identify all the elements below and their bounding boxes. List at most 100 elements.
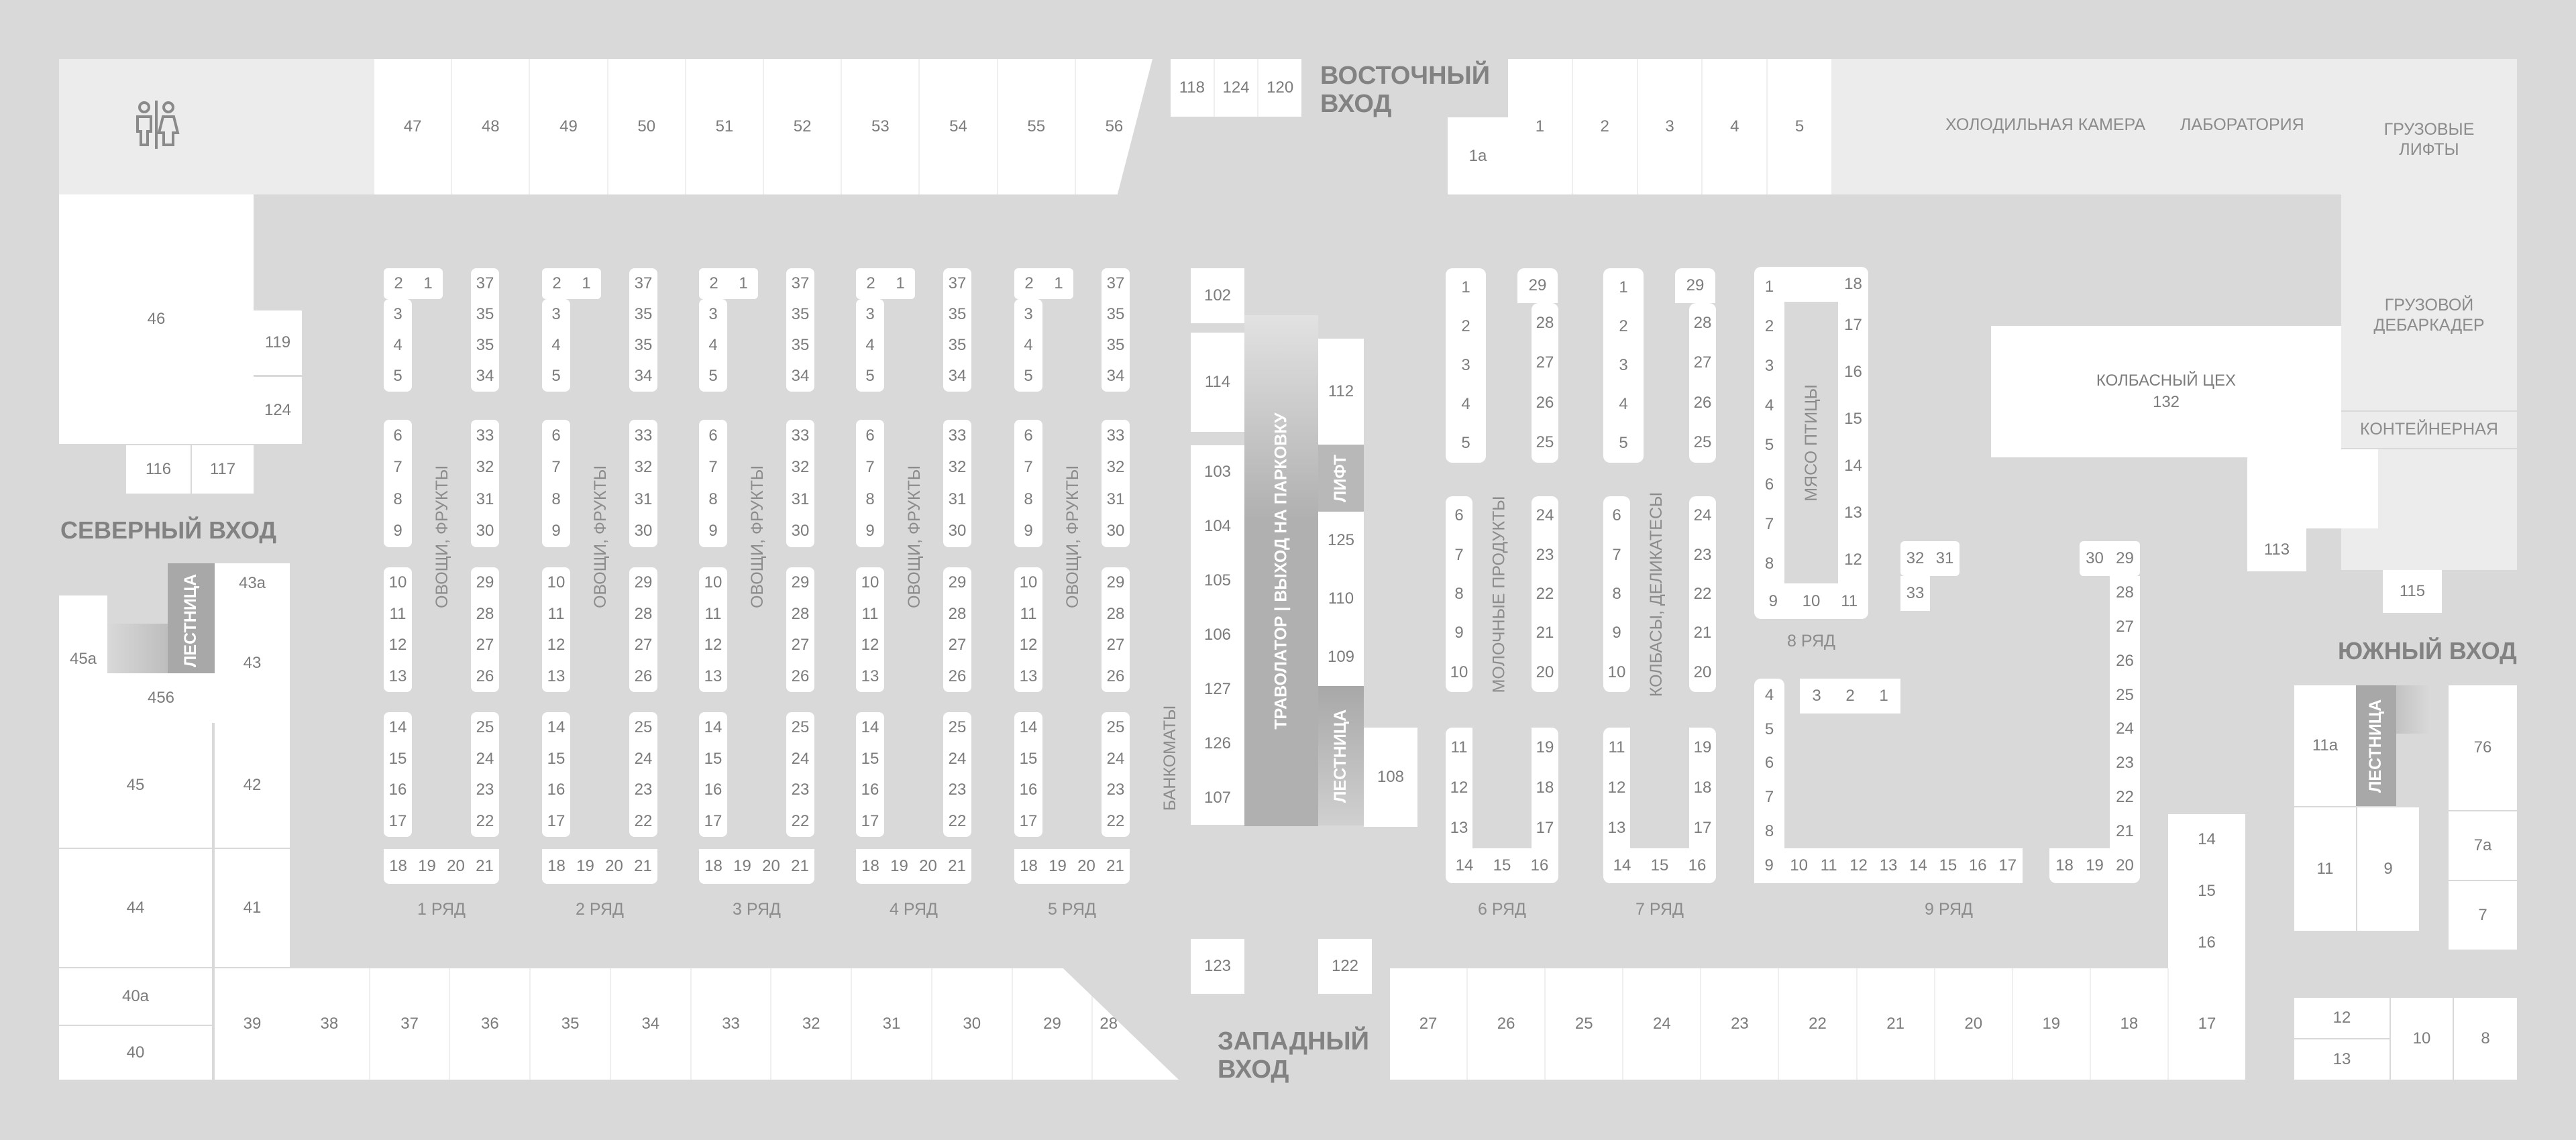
stall[interactable]: 35 bbox=[791, 336, 810, 354]
stall[interactable]: 25 bbox=[476, 718, 494, 737]
stall[interactable]: 14 bbox=[1844, 457, 1862, 475]
stall[interactable]: 35 bbox=[948, 305, 967, 323]
stall[interactable]: 8 bbox=[1454, 585, 1464, 604]
stall[interactable]: 27 bbox=[791, 636, 810, 654]
stall[interactable]: 4 bbox=[1764, 686, 1774, 705]
stall[interactable]: 40а bbox=[59, 968, 212, 1025]
stall[interactable]: 32 bbox=[791, 458, 810, 477]
stall[interactable]: 17 bbox=[1693, 819, 1712, 837]
stall[interactable]: 31 bbox=[1935, 549, 1954, 567]
stall[interactable]: 16 bbox=[1019, 781, 1038, 799]
stall[interactable]: 51 bbox=[684, 59, 763, 194]
stall[interactable]: 18 bbox=[2089, 968, 2167, 1080]
stall[interactable]: 21 bbox=[1536, 624, 1554, 642]
stall[interactable]: 4 bbox=[1619, 395, 1628, 413]
stall[interactable]: 12 bbox=[547, 636, 566, 654]
stall[interactable]: 22 bbox=[1536, 585, 1554, 604]
stall[interactable]: 76 bbox=[2449, 685, 2517, 810]
stall[interactable]: 118 bbox=[1179, 78, 1205, 97]
stall[interactable]: 124 bbox=[254, 377, 302, 444]
stall[interactable]: 28 bbox=[2116, 583, 2134, 602]
stall[interactable]: 9 bbox=[1454, 624, 1464, 642]
stall[interactable]: 35 bbox=[1106, 305, 1125, 323]
stall[interactable]: 1 bbox=[1054, 274, 1063, 292]
stairs-north[interactable]: ЛЕСТНИЦА bbox=[168, 563, 215, 677]
stall[interactable]: 6 bbox=[1764, 754, 1774, 773]
stall[interactable]: 19 bbox=[733, 857, 751, 875]
stall[interactable]: 10 bbox=[388, 573, 407, 592]
stall[interactable]: 2 bbox=[709, 274, 718, 292]
stall[interactable]: 25 bbox=[1693, 433, 1712, 452]
stall[interactable]: 3 bbox=[1619, 356, 1628, 374]
stall[interactable]: 1 bbox=[1879, 687, 1888, 705]
stall[interactable]: 15 bbox=[1844, 410, 1862, 428]
stall[interactable]: 15 bbox=[861, 749, 879, 768]
stall[interactable]: 8 bbox=[1024, 490, 1033, 508]
stall[interactable]: 18 bbox=[861, 857, 879, 875]
stall[interactable]: 1 bbox=[739, 274, 748, 292]
stall[interactable]: 32 bbox=[1906, 549, 1925, 567]
stall[interactable]: 3 bbox=[1764, 356, 1774, 375]
stall[interactable]: 8 bbox=[551, 490, 561, 508]
stall[interactable]: 34 bbox=[1106, 367, 1125, 385]
stall[interactable]: 13 bbox=[2294, 1039, 2390, 1080]
stall[interactable]: 32 bbox=[476, 458, 494, 477]
stall[interactable]: 30 bbox=[476, 522, 494, 540]
stall[interactable]: 116 bbox=[126, 445, 191, 494]
stall[interactable]: 2 bbox=[1619, 317, 1628, 335]
stall[interactable]: 11а bbox=[2294, 685, 2356, 806]
stall[interactable]: 12 bbox=[704, 636, 722, 654]
stall[interactable]: 1 bbox=[582, 274, 591, 292]
stall[interactable]: 29 bbox=[476, 573, 494, 592]
stall[interactable]: 1 bbox=[1535, 117, 1545, 135]
stall[interactable]: 15 bbox=[2198, 882, 2216, 900]
stall[interactable]: 3 bbox=[393, 305, 402, 323]
stall[interactable]: 42 bbox=[215, 723, 290, 848]
stall[interactable]: 16 bbox=[704, 781, 722, 799]
stall[interactable]: 29 bbox=[1675, 268, 1715, 303]
stall[interactable]: 8 bbox=[2454, 998, 2517, 1080]
stall[interactable]: 5 bbox=[393, 367, 402, 385]
stall[interactable]: 28 bbox=[476, 604, 494, 623]
stall[interactable]: 10 bbox=[1607, 663, 1626, 681]
stall[interactable]: 3 bbox=[865, 305, 875, 323]
stall[interactable]: 35 bbox=[476, 305, 494, 323]
stall[interactable]: 22 bbox=[634, 811, 653, 830]
stall[interactable]: 112 bbox=[1318, 339, 1364, 445]
stall[interactable]: 10 bbox=[1790, 856, 1808, 874]
stall[interactable]: 30 bbox=[2086, 549, 2104, 567]
stall[interactable]: 26 bbox=[1536, 393, 1554, 412]
stall[interactable]: 31 bbox=[851, 968, 931, 1080]
stall[interactable]: 29 bbox=[1517, 268, 1558, 303]
stall[interactable]: 2 bbox=[1764, 317, 1774, 335]
stall[interactable]: 52 bbox=[763, 59, 841, 194]
stall[interactable]: 24 bbox=[634, 749, 653, 768]
stall[interactable]: 33 bbox=[791, 426, 810, 445]
stall[interactable]: 122 bbox=[1318, 939, 1372, 994]
stall[interactable]: 8 bbox=[1612, 585, 1621, 604]
stall[interactable]: 7 bbox=[2449, 881, 2517, 950]
stall[interactable]: 11 bbox=[1608, 738, 1625, 756]
stall[interactable]: 125 bbox=[1327, 531, 1355, 550]
stall[interactable]: 1 bbox=[896, 274, 905, 292]
stall[interactable]: 12 bbox=[1844, 551, 1862, 569]
stall[interactable]: 110 bbox=[1328, 589, 1354, 608]
stall[interactable]: 5 bbox=[1024, 367, 1033, 385]
stall[interactable]: 16 bbox=[1968, 856, 1987, 874]
stall[interactable]: 35 bbox=[1106, 336, 1125, 354]
stall[interactable]: 5 bbox=[551, 367, 561, 385]
stall[interactable]: 23 bbox=[1106, 781, 1125, 799]
stall[interactable]: 7 bbox=[1024, 458, 1033, 477]
stall[interactable]: 8 bbox=[708, 490, 718, 508]
stall[interactable]: 124 bbox=[1213, 59, 1258, 117]
stall[interactable]: 12 bbox=[1450, 779, 1468, 797]
stall[interactable]: 14 bbox=[861, 718, 879, 737]
stall[interactable]: 7 bbox=[1764, 788, 1774, 807]
stall[interactable]: 27 bbox=[1536, 353, 1554, 372]
stall[interactable]: 30 bbox=[1106, 522, 1125, 540]
stall[interactable]: 28 bbox=[1106, 604, 1125, 623]
stall[interactable]: 126 bbox=[1203, 734, 1232, 752]
stall[interactable]: 30 bbox=[634, 522, 653, 540]
stall[interactable]: 103 bbox=[1203, 463, 1232, 481]
stall[interactable]: 4 bbox=[1024, 336, 1033, 354]
